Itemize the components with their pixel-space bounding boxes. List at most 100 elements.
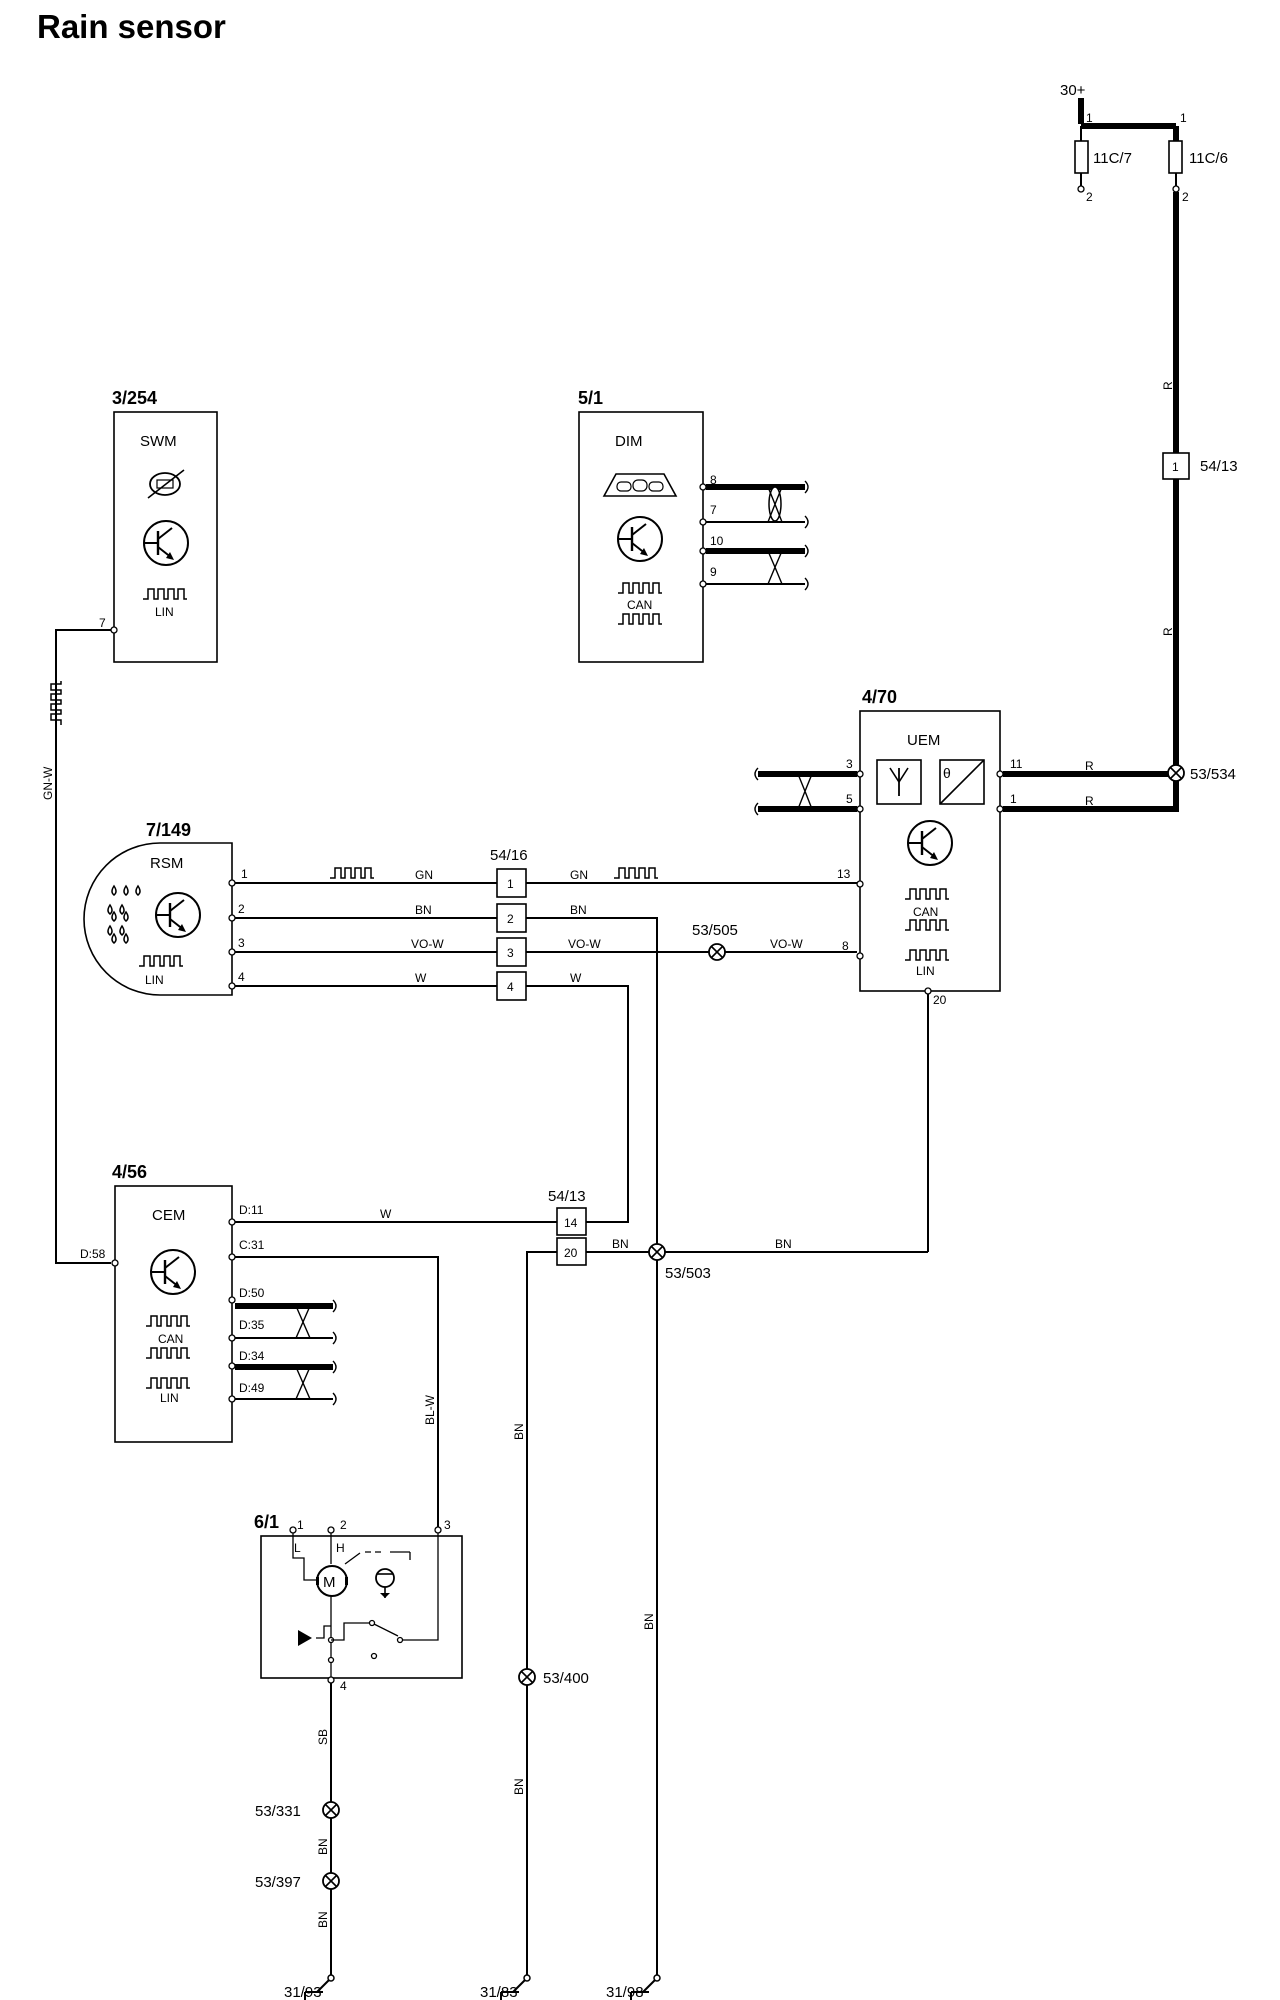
svg-text:1: 1 xyxy=(1010,792,1017,806)
svg-text:BN: BN xyxy=(612,1237,629,1251)
splice-53-400: 53/400 xyxy=(518,1668,589,1687)
svg-text:14: 14 xyxy=(564,1216,578,1230)
connector-54-16: 54/16 1 2 3 4 xyxy=(490,847,528,1001)
svg-text:W: W xyxy=(570,971,582,985)
svg-text:θ: θ xyxy=(943,765,951,781)
svg-text:L: L xyxy=(294,1541,301,1555)
svg-text:D:34: D:34 xyxy=(239,1349,265,1363)
svg-text:3: 3 xyxy=(507,946,514,960)
module-swm: 3/254 SWM LIN 7 xyxy=(99,388,218,663)
svg-text:VO-W: VO-W xyxy=(770,937,803,951)
svg-text:CAN: CAN xyxy=(627,598,652,612)
svg-text:11C/6: 11C/6 xyxy=(1189,150,1228,167)
svg-text:1: 1 xyxy=(507,877,514,891)
instrument-cluster-icon xyxy=(602,473,678,497)
svg-text:CEM: CEM xyxy=(152,1207,185,1224)
wiper-arm-icon xyxy=(375,1568,395,1598)
svg-text:31/98: 31/98 xyxy=(606,1984,644,2000)
svg-text:53/331: 53/331 xyxy=(255,1803,301,1820)
svg-text:UEM: UEM xyxy=(907,732,940,749)
svg-text:R: R xyxy=(1161,381,1175,390)
svg-text:GN: GN xyxy=(415,868,433,882)
svg-text:GN-W: GN-W xyxy=(41,766,55,800)
svg-text:BN: BN xyxy=(316,1838,330,1855)
svg-text:4: 4 xyxy=(340,1679,347,1693)
module-uem: 4/70 UEM θ CAN LIN 3 5 11 1 R R xyxy=(754,687,1179,1007)
wire-blw: BL-W xyxy=(235,1256,439,1528)
wires-54-16-uem: GN BN VO-W VO-W W xyxy=(526,867,857,1976)
svg-text:53/505: 53/505 xyxy=(692,922,738,939)
svg-text:53/534: 53/534 xyxy=(1190,766,1236,783)
fuse-11c6: 1 11C/6 2 xyxy=(1168,111,1228,204)
svg-text:GN: GN xyxy=(570,868,588,882)
svg-text:20: 20 xyxy=(933,993,947,1007)
svg-text:3: 3 xyxy=(444,1518,451,1532)
svg-text:BN: BN xyxy=(512,1778,526,1795)
svg-text:31/93: 31/93 xyxy=(284,1984,322,2000)
svg-text:8: 8 xyxy=(710,473,717,487)
svg-text:LIN: LIN xyxy=(160,1391,179,1405)
svg-text:4/70: 4/70 xyxy=(862,687,897,707)
svg-text:BN: BN xyxy=(570,903,587,917)
svg-text:SB: SB xyxy=(316,1729,330,1745)
svg-text:R: R xyxy=(1161,627,1175,636)
wire-sb-ground: SB BN BN xyxy=(316,1683,332,1976)
diagram-title: Rain sensor xyxy=(37,8,226,45)
svg-text:53/397: 53/397 xyxy=(255,1874,301,1891)
svg-text:53/400: 53/400 xyxy=(543,1670,589,1687)
module-rsm: 7/149 RSM LIN 1 2 3 4 xyxy=(83,820,248,996)
antenna-icon xyxy=(876,759,922,805)
svg-text:7: 7 xyxy=(710,503,717,517)
svg-text:CAN: CAN xyxy=(913,905,938,919)
svg-text:5: 5 xyxy=(846,792,853,806)
svg-text:2: 2 xyxy=(238,902,245,916)
svg-text:M: M xyxy=(323,1574,336,1591)
svg-text:1: 1 xyxy=(1180,111,1187,125)
module-cem: 4/56 CEM CAN LIN D:58 D:11 C:31 D:50 D:3… xyxy=(80,1162,337,1443)
svg-text:2: 2 xyxy=(340,1518,347,1532)
svg-text:R: R xyxy=(1085,759,1094,773)
svg-text:1: 1 xyxy=(1172,460,1179,474)
svg-text:1: 1 xyxy=(1086,111,1093,125)
raindrops-icon xyxy=(107,884,141,944)
supply-label: 30+ xyxy=(1060,82,1086,99)
svg-text:9: 9 xyxy=(710,565,717,579)
wire-w-cem: W xyxy=(235,1207,557,1223)
svg-text:D:58: D:58 xyxy=(80,1247,106,1261)
svg-text:LIN: LIN xyxy=(145,973,164,987)
converter-icon: θ xyxy=(939,759,985,805)
svg-text:VO-W: VO-W xyxy=(411,937,444,951)
svg-text:R: R xyxy=(1085,794,1094,808)
ground-31-83: 31/83 xyxy=(480,1974,531,2000)
svg-text:DIM: DIM xyxy=(615,433,643,450)
fuse-11c7: 1 11C/7 2 xyxy=(1074,111,1132,204)
wiper-motor: 6/1 1 2 3 4 L H M xyxy=(254,1512,463,1693)
wires-rsm-54-16: GN BN VO-W W xyxy=(235,867,497,987)
svg-text:3: 3 xyxy=(238,936,245,950)
svg-text:D:11: D:11 xyxy=(239,1203,264,1217)
connector-54-13-bottom: 54/13 14 20 xyxy=(548,1188,628,1266)
svg-text:W: W xyxy=(380,1207,392,1221)
svg-text:4/56: 4/56 xyxy=(112,1162,147,1182)
svg-text:10: 10 xyxy=(710,534,724,548)
svg-text:8: 8 xyxy=(842,939,849,953)
svg-text:BN: BN xyxy=(415,903,432,917)
steering-wheel-icon xyxy=(147,469,185,499)
svg-text:SWM: SWM xyxy=(140,433,177,450)
svg-text:BN: BN xyxy=(512,1423,526,1440)
wire-gnw: GN-W xyxy=(41,629,111,1264)
svg-text:C:31: C:31 xyxy=(239,1238,265,1252)
svg-text:LIN: LIN xyxy=(155,605,174,619)
svg-text:BN: BN xyxy=(642,1613,656,1630)
svg-text:1: 1 xyxy=(241,867,248,881)
wire-bn-ground: BN BN BN BN BN xyxy=(512,994,929,1976)
svg-text:D:49: D:49 xyxy=(239,1381,265,1395)
ground-31-93: 31/93 xyxy=(284,1974,335,2000)
svg-text:BN: BN xyxy=(775,1237,792,1251)
svg-text:54/16: 54/16 xyxy=(490,847,528,864)
svg-text:31/83: 31/83 xyxy=(480,1984,518,2000)
svg-text:5/1: 5/1 xyxy=(578,388,603,408)
module-dim: 5/1 DIM CAN 8 7 10 9 xyxy=(578,388,809,663)
splice-53-397: 53/397 xyxy=(255,1872,340,1891)
